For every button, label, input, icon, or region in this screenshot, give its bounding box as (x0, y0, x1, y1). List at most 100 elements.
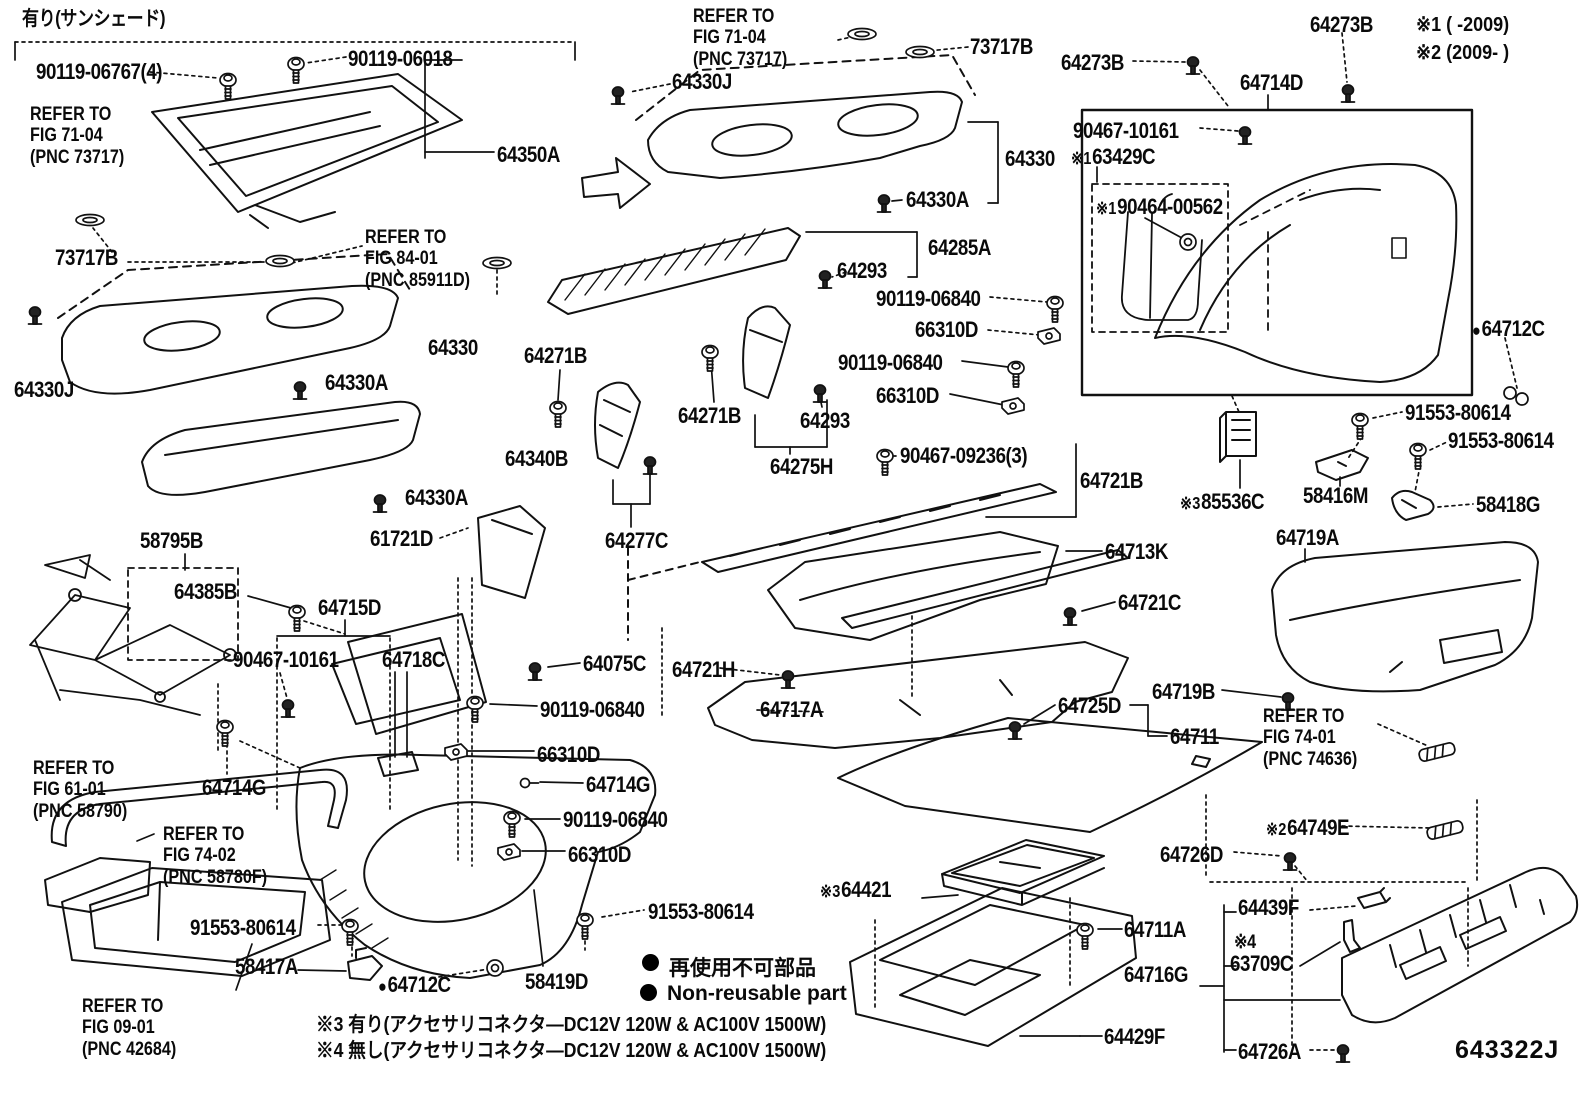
part-strip (841, 549, 1129, 629)
screw-icon (466, 695, 484, 723)
part-label-64749E: ※264749E (1266, 815, 1350, 840)
label-prefix: ※3 (1180, 493, 1201, 513)
part-label-64330: 64330 (428, 335, 478, 360)
leader-line (961, 360, 1009, 368)
hgrommet-icon (1418, 742, 1456, 762)
screw-icon (549, 400, 567, 428)
screw-icon (1007, 360, 1025, 388)
leader-line (1377, 723, 1429, 747)
cap-icon (482, 256, 512, 270)
striker-icon (1001, 397, 1025, 415)
cap-icon (75, 213, 105, 227)
leader-line (303, 620, 346, 635)
clip-icon (27, 306, 43, 325)
direction-arrow-icon (581, 157, 651, 209)
part-label-64717A: 64717A (760, 697, 823, 722)
speaker-hole (837, 103, 919, 137)
clip-icon (1280, 692, 1296, 711)
leader-line (1233, 851, 1283, 857)
leader-line (439, 527, 469, 539)
part-bag-90464 (1121, 193, 1203, 321)
leader-line (1132, 60, 1187, 63)
leader-line (489, 703, 538, 707)
part-bumper-step (1341, 866, 1579, 1024)
part-sunshade-frame (151, 73, 463, 229)
part-label-58418G: 58418G (1476, 492, 1541, 517)
clip-icon (527, 662, 543, 681)
striker-icon (1037, 327, 1061, 345)
part-label-64721C: 64721C (1118, 590, 1181, 615)
non-reusable-dot-icon (640, 984, 657, 1001)
part-label-64721H: 64721H (672, 657, 735, 682)
leader-line (989, 296, 1048, 303)
part-label-64711: 64711 (1170, 724, 1219, 749)
screw-icon (1076, 922, 1094, 950)
figure-id: 643322J (1455, 1036, 1560, 1064)
leader-line (949, 393, 1005, 406)
leader-line (1023, 704, 1056, 725)
part-label-64340B: 64340B (505, 446, 568, 471)
leader-line (557, 369, 561, 401)
leader-line (235, 943, 253, 991)
part-box-64439F (1357, 887, 1391, 909)
screw-icon (576, 912, 594, 940)
hgrommet-icon (1426, 820, 1464, 840)
label-prefix: ※1 (1071, 148, 1092, 168)
part-label-REFER-TO-FIG-74-02-(PNC-58780F): REFER TO FIG 74-02 (PNC 58780F) (163, 824, 268, 888)
part-label-64421: ※364421 (820, 877, 892, 902)
trim-hatch (319, 869, 389, 949)
label-prefix: ※2 (1266, 819, 1287, 839)
part-sill-64721B (701, 483, 1057, 573)
part-board-64385B (331, 613, 487, 735)
part-label-58416M: 58416M (1303, 483, 1369, 508)
clip-icon (280, 699, 296, 718)
legend-en-text: Non-reusable part (667, 982, 847, 1005)
sunshade-note: 有り(サンシェード) (22, 8, 166, 30)
clip-icon (1062, 607, 1078, 626)
leader-line (1341, 825, 1431, 829)
leader-line (1341, 32, 1348, 83)
part-mat-64717A (707, 641, 1129, 749)
part-label-73717B: 73717B (55, 245, 118, 270)
part-garnish-64271B-b (742, 305, 791, 399)
part-label-REFER-TO-FIG-61-01-(PNC-58790): REFER TO FIG 61-01 (PNC 58790) (33, 758, 128, 822)
screw-icon (341, 918, 359, 946)
speaker-hole (711, 123, 793, 157)
part-label-91553-80614: 91553-80614 (190, 915, 296, 940)
inner-dashed-box-63429C (1091, 183, 1229, 333)
part-label-64385B: 64385B (174, 579, 237, 604)
part-label-64330J: 64330J (14, 377, 74, 402)
part-label-64721B: 64721B (1080, 468, 1143, 493)
leader-line (927, 46, 969, 52)
part-label-64719A: 64719A (1276, 525, 1339, 550)
leader-line (1299, 941, 1341, 967)
part-label-58419D: 58419D (525, 969, 588, 994)
part-tool-tray-64429F (849, 887, 1137, 1047)
leader-line (92, 227, 113, 253)
leader-line (533, 889, 544, 967)
part-label-66310D: 66310D (876, 383, 939, 408)
leader-line (1346, 436, 1363, 461)
trim-opening (363, 801, 547, 923)
part-label-64713K: 64713K (1105, 539, 1168, 564)
part-label-64712C: ●64712C (378, 972, 451, 997)
screw-icon (288, 604, 306, 632)
part-label-REFER-TO-FIG-09-01-(PNC-42684): REFER TO FIG 09-01 (PNC 42684) (82, 996, 177, 1060)
leader-line (1221, 689, 1282, 698)
part-label-90467-09236(3): 90467-09236(3) (900, 443, 1028, 468)
leader-line (629, 83, 671, 93)
leader-line (149, 71, 219, 79)
part-label-61721D: 61721D (370, 526, 433, 551)
pin-icon (519, 777, 540, 789)
part-label-64285A: 64285A (928, 235, 991, 260)
part-socket-85536C (1219, 411, 1257, 463)
part-label-63429C: ※163429C (1071, 144, 1156, 169)
striker-icon (444, 743, 468, 761)
legend-non-reusable-jp: 再使用不可部品 (642, 952, 816, 982)
parts-linework (29, 54, 1579, 1047)
speaker-hole (143, 320, 221, 352)
label-prefix: ● (1472, 320, 1481, 340)
part-label-90467-10161: 90467-10161 (1073, 118, 1179, 143)
leader-line (279, 672, 288, 699)
